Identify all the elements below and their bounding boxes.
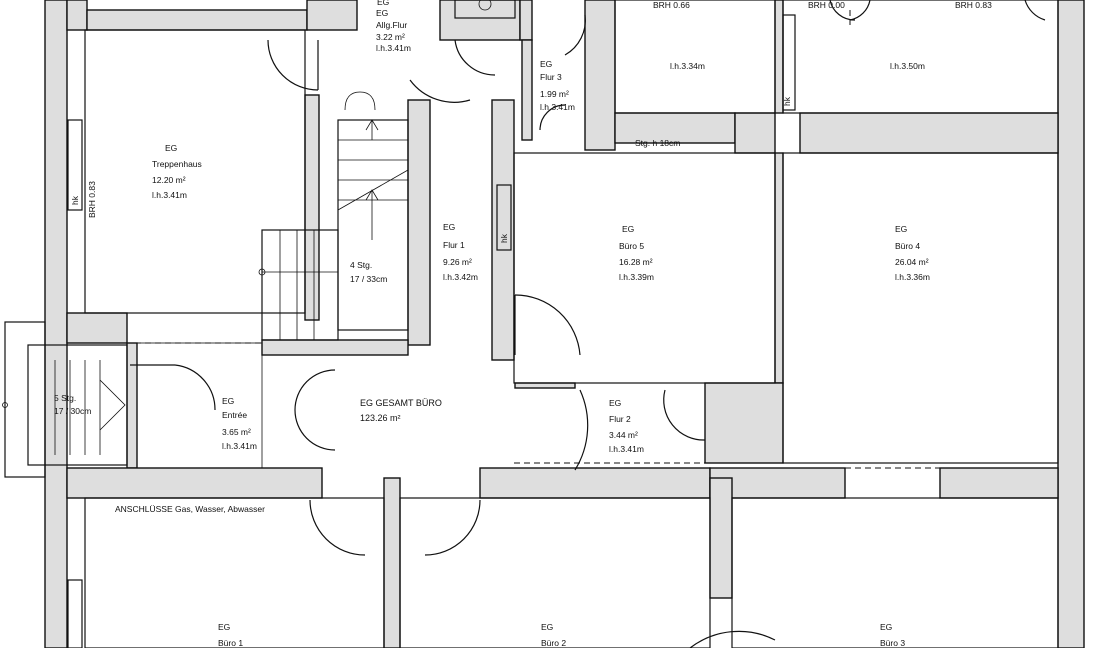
buero3-eg: EG (880, 622, 892, 632)
radiators (67, 0, 796, 648)
buero1-eg: EG (218, 622, 230, 632)
flur2-area: 3.44 m² (609, 430, 638, 440)
treppenhaus-height: l.h.3.41m (152, 190, 187, 200)
flur1-height: l.h.3.42m (443, 272, 478, 282)
brh-000-label: BRH 0.00 (808, 0, 845, 10)
outer-stair (2, 321, 128, 478)
treppenhaus-eg: EG (165, 143, 177, 153)
top-eg-label: EG (377, 0, 389, 7)
buero5-height: l.h.3.39m (619, 272, 654, 282)
buero5-name: Büro 5 (619, 241, 644, 251)
gesamt-label: EG GESAMT BÜRO (360, 398, 442, 408)
gesamt-area: 123.26 m² (360, 413, 401, 423)
allg-flur-area: 3.22 m² (376, 32, 405, 42)
buero3-name: Büro 3 (880, 638, 905, 648)
entree-eg: EG (222, 396, 234, 406)
entree-area: 3.65 m² (222, 427, 251, 437)
entree-name: Entrée (222, 410, 247, 420)
flur3-area: 1.99 m² (540, 89, 569, 99)
flur1-eg: EG (443, 222, 455, 232)
buero5-eg: EG (622, 224, 634, 234)
buero4-eg: EG (895, 224, 907, 234)
flur3-name: Flur 3 (540, 72, 562, 82)
stg-h-label: Stg. h 18cm (635, 138, 680, 148)
allg-flur-eg: EG (376, 8, 388, 18)
doors (130, 0, 1046, 648)
buero4-name: Büro 4 (895, 241, 920, 251)
staircase (258, 91, 409, 341)
treppenhaus-brh: BRH 0.83 (87, 181, 97, 218)
outer-stair-steps: 5 Stg. (54, 393, 76, 403)
outer-stair-dim: 17 / 30cm (54, 406, 91, 416)
allg-flur-name: Allg.Flur (376, 20, 407, 30)
buero5-area: 16.28 m² (619, 257, 653, 267)
walls (44, 0, 1085, 648)
brh-066-label: BRH 0.66 (653, 0, 690, 10)
flur2-height: l.h.3.41m (609, 444, 644, 454)
flur3-height: l.h.3.41m (540, 102, 575, 112)
brh-083-top-height: l.h.3.50m (890, 61, 925, 71)
brh-066-height: l.h.3.34m (670, 61, 705, 71)
buero1-name: Büro 1 (218, 638, 243, 648)
stair-dim: 17 / 33cm (350, 274, 387, 284)
brh-083-top-label: BRH 0.83 (955, 0, 992, 10)
buero2-eg: EG (541, 622, 553, 632)
flur1-name: Flur 1 (443, 240, 465, 250)
buero4-height: l.h.3.36m (895, 272, 930, 282)
treppenhaus-area: 12.20 m² (152, 175, 186, 185)
flur3-eg: EG (540, 59, 552, 69)
flur2-eg: EG (609, 398, 621, 408)
buero5-hk: hk (499, 233, 509, 243)
buero4-area: 26.04 m² (895, 257, 929, 267)
room-outlines (84, 0, 1059, 648)
buero2-name: Büro 2 (541, 638, 566, 648)
treppenhaus-name: Treppenhaus (152, 159, 202, 169)
dashed-lines (85, 10, 1058, 469)
flur1-area: 9.26 m² (443, 257, 472, 267)
anschluesse-label: ANSCHLÜSSE Gas, Wasser, Abwasser (115, 504, 265, 514)
stair-steps: 4 Stg. (350, 260, 372, 270)
entree-height: l.h.3.41m (222, 441, 257, 451)
flur2-name: Flur 2 (609, 414, 631, 424)
room-labels: EG EG Allg.Flur 3.22 m² l.h.3.41m EG Flu… (54, 0, 992, 648)
treppenhaus-hk: hk (70, 195, 80, 205)
allg-flur-height: l.h.3.41m (376, 43, 411, 53)
hk-top: hk (782, 96, 792, 106)
